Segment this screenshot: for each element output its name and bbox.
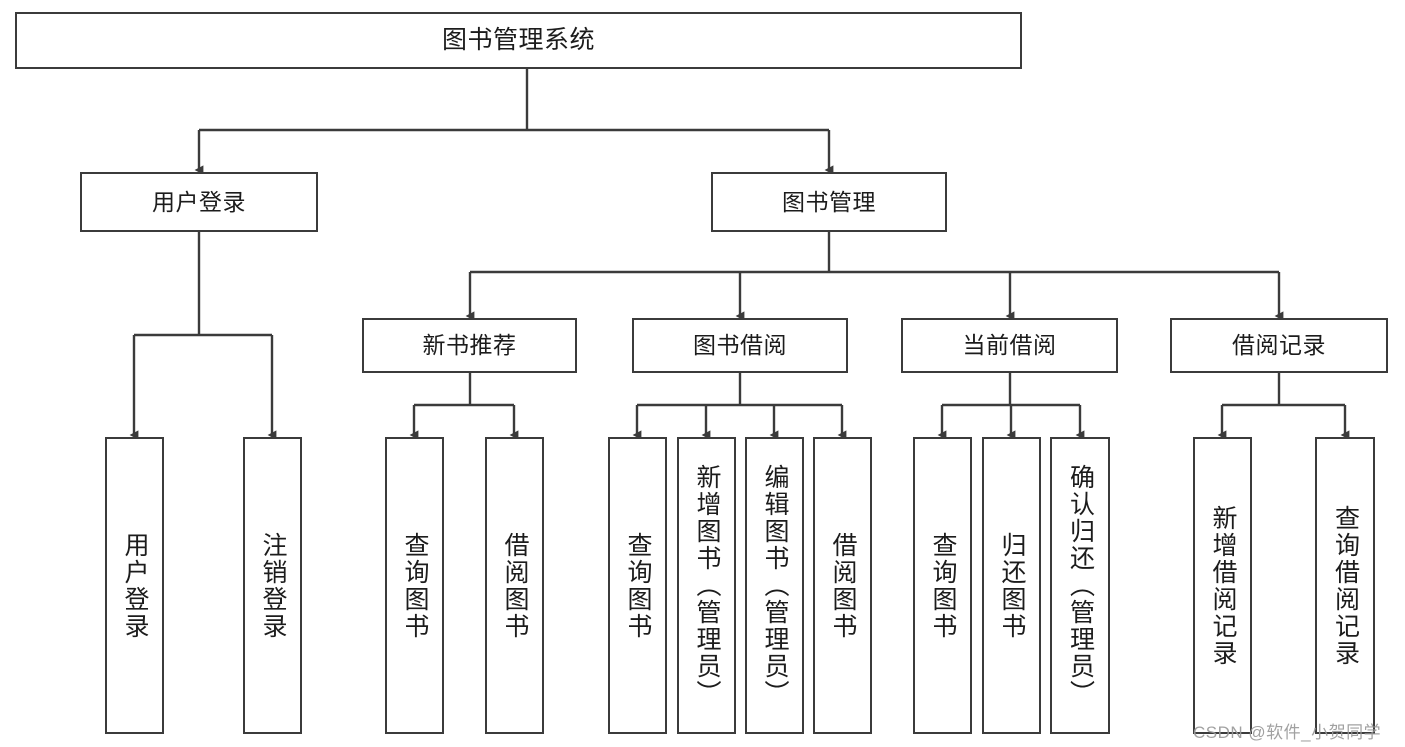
node-book-borrow[interactable]: 图书借阅 bbox=[632, 318, 848, 373]
node-leaf-logout-label: 注销登录 bbox=[259, 531, 287, 640]
node-new-book-recommend-label: 新书推荐 bbox=[422, 332, 517, 359]
node-root-system-label: 图书管理系统 bbox=[441, 26, 595, 54]
csdn-watermark: CSDN @软件_小贺同学 bbox=[1193, 723, 1382, 742]
node-leaf-add-borrow-record[interactable]: 新增借阅记录 bbox=[1193, 437, 1252, 734]
node-leaf-borrow-book-1[interactable]: 借阅图书 bbox=[485, 437, 544, 734]
node-leaf-edit-book-label: 编辑图书（管理员） bbox=[761, 464, 789, 707]
node-borrow-record[interactable]: 借阅记录 bbox=[1170, 318, 1388, 373]
node-leaf-edit-book[interactable]: 编辑图书（管理员） bbox=[745, 437, 804, 734]
node-current-borrow-label: 当前借阅 bbox=[962, 332, 1057, 359]
node-leaf-borrow-book-1-label: 借阅图书 bbox=[501, 531, 529, 640]
node-leaf-borrow-book-2[interactable]: 借阅图书 bbox=[813, 437, 872, 734]
node-leaf-query-book-2-label: 查询图书 bbox=[624, 531, 652, 640]
node-root-system[interactable]: 图书管理系统 bbox=[15, 12, 1022, 69]
node-leaf-borrow-book-2-label: 借阅图书 bbox=[829, 531, 857, 640]
node-leaf-confirm-return-label: 确认归还（管理员） bbox=[1066, 464, 1095, 707]
node-user-login-label: 用户登录 bbox=[152, 188, 246, 215]
node-leaf-query-book-1-label: 查询图书 bbox=[401, 531, 429, 640]
node-book-manage[interactable]: 图书管理 bbox=[711, 172, 947, 232]
node-new-book-recommend[interactable]: 新书推荐 bbox=[362, 318, 577, 373]
node-leaf-confirm-return[interactable]: 确认归还（管理员） bbox=[1050, 437, 1110, 734]
node-book-borrow-label: 图书借阅 bbox=[693, 332, 787, 359]
node-leaf-return-book[interactable]: 归还图书 bbox=[982, 437, 1041, 734]
node-leaf-query-borrow-record-label: 查询借阅记录 bbox=[1331, 504, 1360, 667]
node-leaf-user-login-label: 用户登录 bbox=[121, 531, 149, 640]
node-leaf-query-book-3[interactable]: 查询图书 bbox=[913, 437, 972, 734]
node-user-login[interactable]: 用户登录 bbox=[80, 172, 318, 232]
node-borrow-record-label: 借阅记录 bbox=[1232, 332, 1326, 359]
node-leaf-query-borrow-record[interactable]: 查询借阅记录 bbox=[1315, 437, 1375, 734]
node-leaf-query-book-1[interactable]: 查询图书 bbox=[385, 437, 444, 734]
edge-group bbox=[129, 69, 1350, 440]
node-leaf-add-book[interactable]: 新增图书（管理员） bbox=[677, 437, 736, 734]
node-leaf-logout[interactable]: 注销登录 bbox=[243, 437, 302, 734]
node-current-borrow[interactable]: 当前借阅 bbox=[901, 318, 1118, 373]
node-leaf-user-login[interactable]: 用户登录 bbox=[105, 437, 164, 734]
node-leaf-add-book-label: 新增图书（管理员） bbox=[693, 464, 721, 707]
node-leaf-query-book-3-label: 查询图书 bbox=[929, 531, 957, 640]
node-leaf-return-book-label: 归还图书 bbox=[998, 531, 1026, 640]
node-leaf-query-book-2[interactable]: 查询图书 bbox=[608, 437, 667, 734]
node-book-manage-label: 图书管理 bbox=[782, 188, 876, 215]
node-leaf-add-borrow-record-label: 新增借阅记录 bbox=[1209, 504, 1237, 667]
